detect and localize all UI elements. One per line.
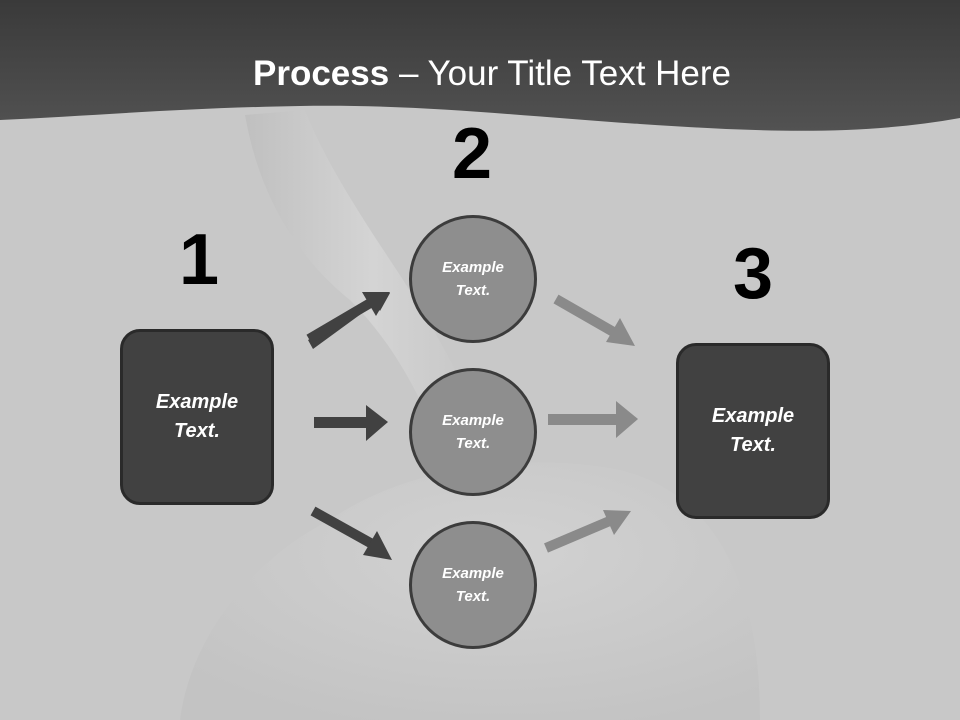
step-number-3: 3	[732, 234, 774, 314]
slide-title: Process – Your Title Text Here	[0, 52, 960, 96]
step-number-1: 1	[178, 220, 220, 300]
step-2-circle-top-text: Example Text.	[442, 259, 504, 299]
step-2-circle-bottom-text: Example Text.	[442, 565, 504, 605]
title-bold: Process	[253, 54, 390, 93]
step-3-box: Example Text.	[676, 343, 830, 519]
step-3-text: Example Text.	[711, 405, 795, 456]
step-1-text: Example Text.	[155, 391, 239, 442]
header-band	[0, 0, 960, 131]
step-number-2: 2	[451, 114, 493, 194]
step-2-circle-top: Example Text.	[409, 215, 537, 343]
step-1-box: Example Text.	[120, 329, 274, 505]
title-rest: – Your Title Text Here	[389, 54, 731, 93]
step-2-circle-bottom: Example Text.	[409, 521, 537, 649]
step-2-circle-middle: Example Text.	[409, 368, 537, 496]
step-2-circle-middle-text: Example Text.	[442, 412, 504, 452]
